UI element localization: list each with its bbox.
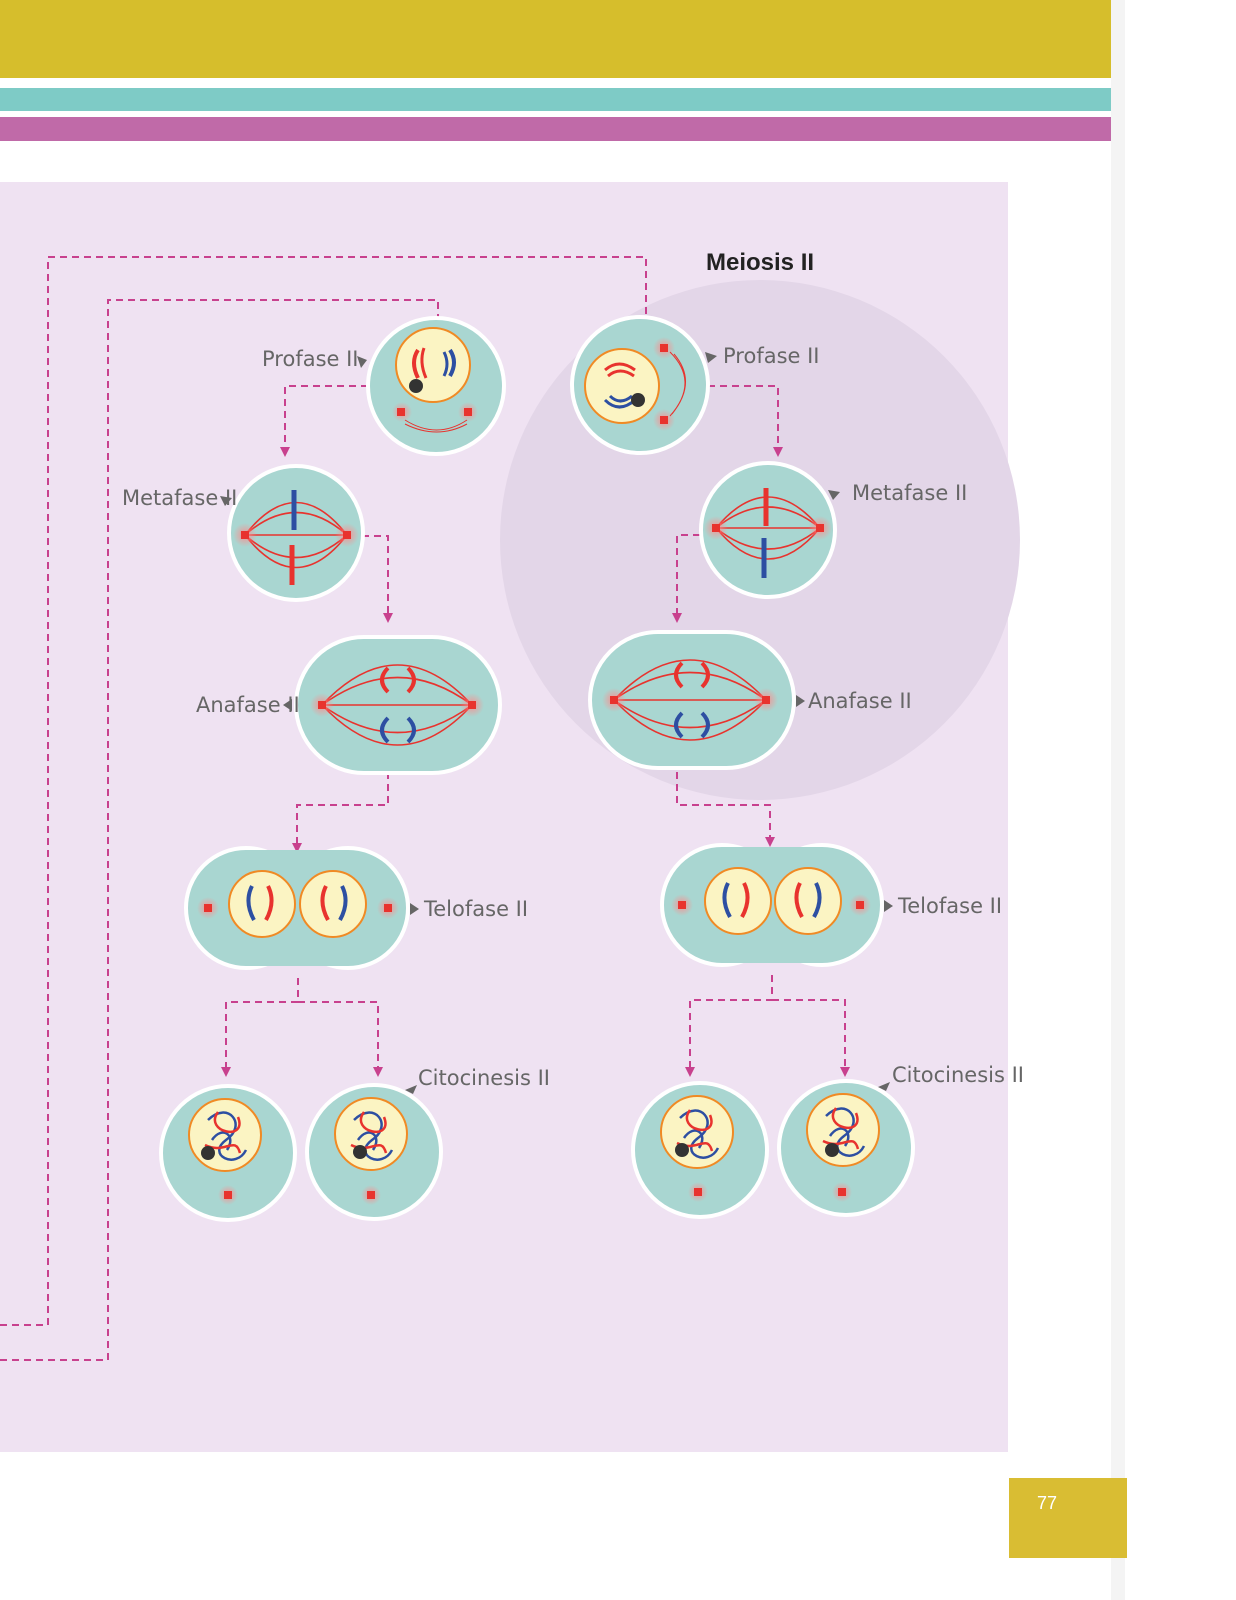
header-band-teal [0, 88, 1113, 111]
diagram-title: Meiosis II [706, 249, 814, 276]
right-label-metafase: Metafase II [852, 481, 967, 505]
left-pointer-citocinesis [405, 1085, 417, 1094]
right-citocinesis-cell-1 [631, 1081, 769, 1219]
page-number: 77 [1037, 1493, 1058, 1513]
right-pointer-anafase [796, 695, 805, 707]
left-citocinesis-cell-2 [305, 1083, 443, 1221]
right-pointer-profase [705, 352, 717, 363]
left-label-metafase: Metafase II [122, 486, 237, 510]
left-profase-cell [366, 316, 506, 456]
left-pointer-telofase [410, 903, 419, 915]
right-label-citocinesis: Citocinesis II [892, 1063, 1024, 1087]
dashed-connectors [0, 256, 850, 1361]
left-label-anafase: Anafase II [196, 693, 300, 717]
right-anafase-cell [588, 630, 796, 770]
left-pointer-profase [357, 356, 367, 368]
header-band-yellow [0, 0, 1113, 78]
left-metafase-cell [227, 464, 365, 602]
right-label-profase: Profase II [723, 344, 820, 368]
right-pointer-citocinesis [878, 1082, 890, 1091]
left-label-citocinesis: Citocinesis II [418, 1066, 550, 1090]
left-pointer-metafase [220, 496, 232, 506]
right-citocinesis-cell-2 [777, 1079, 915, 1217]
left-anafase-cell [294, 635, 502, 775]
left-pointer-anafase [283, 699, 292, 711]
right-label-telofase: Telofase II [897, 894, 1002, 918]
right-profase-cell [570, 315, 710, 455]
page-number-badge [1009, 1478, 1127, 1558]
right-pointer-telofase [884, 900, 893, 912]
right-label-anafase: Anafase II [808, 689, 912, 713]
right-pointer-metafase [828, 490, 840, 500]
left-telofase-cell [184, 846, 410, 970]
left-citocinesis-cell-1 [159, 1084, 297, 1222]
left-label-telofase: Telofase II [423, 897, 528, 921]
right-telofase-cell [660, 843, 884, 967]
header-band-magenta [0, 117, 1113, 141]
right-page-edge [1111, 0, 1125, 1600]
right-metafase-cell [699, 461, 837, 599]
left-label-profase: Profase II [262, 347, 359, 371]
